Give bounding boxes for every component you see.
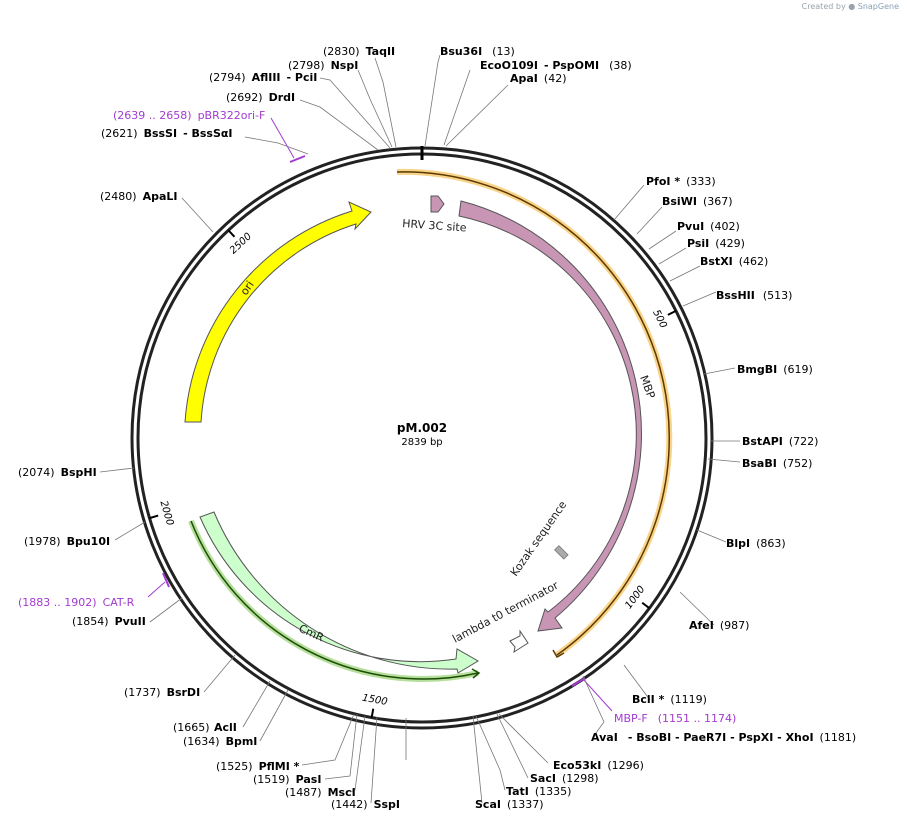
svg-text:PfoI *(333): PfoI *(333) bbox=[646, 175, 716, 188]
svg-text:BstAPI(722): BstAPI(722) bbox=[742, 435, 818, 448]
svg-text:(1442)SspI: (1442)SspI bbox=[331, 798, 400, 811]
svg-text:(2621)BssSI- BssSαI: (2621)BssSI- BssSαI bbox=[101, 127, 233, 140]
svg-text:(1519)PasI: (1519)PasI bbox=[253, 773, 321, 786]
cmr-arrow bbox=[199, 511, 479, 674]
svg-text:(2639 .. 2658)pBR322ori-F: (2639 .. 2658)pBR322ori-F bbox=[113, 109, 265, 122]
scale-tick-500 bbox=[667, 309, 677, 316]
svg-text:BstXI(462): BstXI(462) bbox=[700, 255, 768, 268]
svg-text:PsiI(429): PsiI(429) bbox=[687, 237, 745, 250]
scale-tick-label-1500: 1500 bbox=[361, 693, 388, 708]
svg-text:BsiWI(367): BsiWI(367) bbox=[662, 195, 733, 208]
svg-text:SacI(1298): SacI(1298) bbox=[530, 772, 599, 785]
cmr-label: CmR bbox=[297, 622, 326, 645]
scale-tick-label-2000: 2000 bbox=[157, 499, 175, 527]
hrv-3c-label: HRV 3C site bbox=[402, 217, 467, 234]
plasmid-name: pM.002 bbox=[397, 421, 447, 435]
scale-tick-1500 bbox=[370, 708, 375, 718]
svg-text:AclI: AclI bbox=[214, 721, 237, 734]
credit-brand: SnapGene bbox=[857, 2, 899, 11]
kozak-mark bbox=[554, 545, 569, 560]
svg-text:ScaI(1337): ScaI(1337) bbox=[475, 798, 544, 811]
svg-text:ApaI(42): ApaI(42) bbox=[510, 72, 567, 85]
svg-text:(2798)NspI: (2798)NspI bbox=[288, 59, 358, 72]
svg-text:AfeI(987): AfeI(987) bbox=[689, 619, 749, 632]
primer-catr-mark bbox=[162, 572, 170, 588]
svg-text:BssHII(513): BssHII(513) bbox=[716, 289, 792, 302]
svg-text:(1487)MscI: (1487)MscI bbox=[285, 786, 356, 799]
primer-mbpf-leader bbox=[582, 678, 613, 712]
svg-text:(1854)PvuII: (1854)PvuII bbox=[72, 615, 146, 628]
svg-text:Bsu36I(13): Bsu36I(13) bbox=[440, 45, 515, 58]
svg-text:(1978)Bpu10I: (1978)Bpu10I bbox=[24, 535, 110, 548]
snapgene-logo-icon: ● bbox=[848, 2, 856, 11]
plasmid-size: 2839 bp bbox=[401, 437, 442, 448]
scale-tick-1000 bbox=[641, 601, 650, 609]
svg-text:BsaBI(752): BsaBI(752) bbox=[742, 457, 812, 470]
svg-text:PvuI(402): PvuI(402) bbox=[677, 220, 740, 233]
feature-kozak-sequence[interactable]: Kozak sequence bbox=[508, 498, 570, 578]
svg-text:EcoO109I- PspOMI(38): EcoO109I- PspOMI(38) bbox=[480, 59, 632, 72]
primer-catr-leader bbox=[147, 581, 166, 598]
orf-top-arc bbox=[396, 168, 673, 659]
svg-text:(1634)BpmI: (1634)BpmI bbox=[183, 735, 257, 748]
feature-mbp[interactable]: MBP bbox=[458, 200, 658, 632]
svg-text:Eco53kI(1296): Eco53kI(1296) bbox=[553, 759, 644, 772]
lambda-arrow bbox=[509, 629, 529, 654]
snapgene-credit: Created by ● SnapGene bbox=[802, 2, 899, 11]
scale-tick-2500 bbox=[227, 229, 236, 238]
primer-pbr322-mark bbox=[289, 155, 306, 163]
svg-text:(1525)PflMI *: (1525)PflMI * bbox=[216, 760, 300, 773]
svg-text:TatI(1335): TatI(1335) bbox=[506, 785, 571, 798]
svg-text:(2074)BspHI: (2074)BspHI bbox=[18, 466, 97, 479]
site-labels: (2830)TaqII (2798)NspI (2794)AflIII- Pci… bbox=[18, 45, 856, 811]
feature-hrv-3c-site[interactable]: HRV 3C site bbox=[402, 195, 467, 234]
scale-tick-label-1000: 1000 bbox=[623, 584, 647, 611]
svg-text:BmgBI(619): BmgBI(619) bbox=[737, 363, 813, 376]
credit-text: Created by bbox=[801, 2, 846, 11]
primer-labels: (2639 .. 2658)pBR322ori-F (1883 .. 1902)… bbox=[18, 109, 736, 725]
svg-text:(2692)DrdI: (2692)DrdI bbox=[226, 91, 295, 104]
feature-ori[interactable]: ori bbox=[184, 201, 372, 423]
hrv-3c-arrow bbox=[430, 195, 445, 213]
orf-bottom-arc bbox=[188, 519, 481, 683]
svg-text:(2830)TaqII: (2830)TaqII bbox=[323, 45, 395, 58]
scale-tick-2000 bbox=[149, 514, 159, 520]
svg-text:(1737)BsrDI: (1737)BsrDI bbox=[124, 686, 200, 699]
svg-text:BlpI(863): BlpI(863) bbox=[726, 537, 786, 550]
mbp-label: MBP bbox=[637, 374, 657, 401]
feature-cmr[interactable]: CmR bbox=[199, 511, 479, 674]
ori-arrow bbox=[184, 201, 372, 423]
site-leaders bbox=[99, 54, 741, 804]
scale-tick-label-500: 500 bbox=[650, 308, 668, 330]
mbp-arrow bbox=[458, 200, 642, 632]
kozak-label: Kozak sequence bbox=[508, 498, 570, 578]
svg-text:(2480)ApaLI: (2480)ApaLI bbox=[100, 190, 178, 203]
primer-pbr322-leader bbox=[270, 117, 295, 159]
svg-text:(2794)AflIII- PciI: (2794)AflIII- PciI bbox=[209, 71, 317, 84]
svg-text:MBP-F(1151 .. 1174): MBP-F(1151 .. 1174) bbox=[614, 712, 736, 725]
svg-text:BclI *(1119): BclI *(1119) bbox=[632, 693, 707, 706]
svg-text:AvaI- BsoBI - PaeR7I - Psp: AvaI- BsoBI - PaeR7I - PspXI - XhoI(1181… bbox=[591, 731, 856, 744]
svg-text:(1665): (1665) bbox=[173, 721, 210, 734]
svg-text:(1883 .. 1902)CAT-R: (1883 .. 1902)CAT-R bbox=[18, 596, 135, 609]
